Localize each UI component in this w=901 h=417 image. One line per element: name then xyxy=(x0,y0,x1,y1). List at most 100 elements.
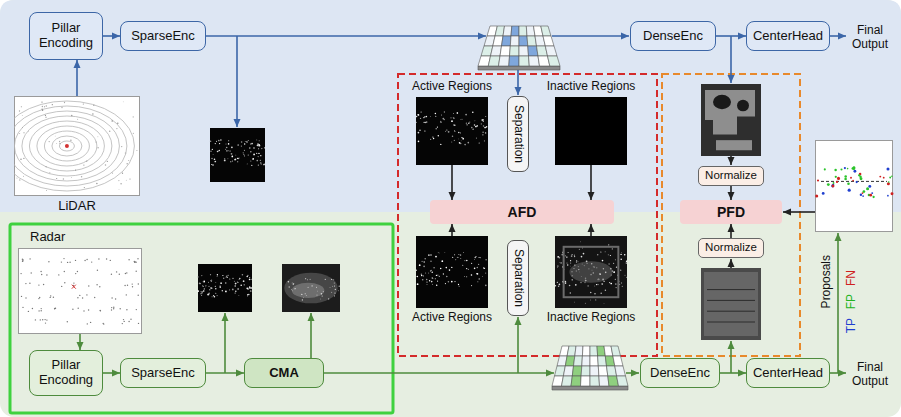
point xyxy=(424,130,425,131)
radar-point xyxy=(87,323,88,324)
node-label: CMA xyxy=(269,366,299,381)
point xyxy=(476,273,477,274)
grid-cell xyxy=(582,346,590,356)
point xyxy=(244,155,245,156)
radar-point xyxy=(138,283,139,284)
point xyxy=(84,187,85,188)
point xyxy=(608,244,609,245)
point xyxy=(70,139,72,141)
point xyxy=(594,266,595,267)
node-label: LiDAR xyxy=(58,199,96,214)
scan-ring xyxy=(14,111,119,181)
point xyxy=(202,291,203,292)
point xyxy=(476,137,477,138)
point xyxy=(438,135,439,136)
point xyxy=(220,282,222,284)
point xyxy=(19,110,20,111)
point xyxy=(217,151,219,153)
radar-point xyxy=(134,261,135,262)
point xyxy=(238,157,240,159)
point xyxy=(428,273,429,274)
lidar-band xyxy=(0,0,901,212)
point xyxy=(889,177,891,179)
point xyxy=(229,289,231,291)
point xyxy=(624,254,626,256)
map-frame xyxy=(701,268,761,340)
blur-blob xyxy=(292,283,324,298)
activation-line xyxy=(707,311,755,312)
flow-line xyxy=(730,259,732,268)
point xyxy=(831,184,834,187)
point xyxy=(212,164,214,166)
point xyxy=(871,192,873,194)
point xyxy=(868,185,871,188)
point xyxy=(248,287,250,289)
grid-cell xyxy=(599,376,609,386)
afd-region xyxy=(398,74,657,356)
point xyxy=(626,277,627,278)
point xyxy=(440,268,442,270)
point xyxy=(458,132,459,133)
radar-point xyxy=(111,273,112,274)
vertical-label: Proposals xyxy=(819,255,833,308)
point xyxy=(257,144,259,146)
point xyxy=(92,113,93,114)
output-label: Final Output xyxy=(846,360,894,389)
radar-point xyxy=(119,273,120,274)
radar-point xyxy=(111,309,112,310)
point xyxy=(56,178,57,179)
point xyxy=(250,279,251,280)
point xyxy=(423,275,424,276)
point xyxy=(215,288,217,290)
point xyxy=(570,262,571,263)
point xyxy=(312,285,313,286)
point xyxy=(215,293,216,294)
flow-line xyxy=(730,36,732,83)
node-label: PFD xyxy=(717,204,745,220)
scan-ring xyxy=(14,106,127,186)
point xyxy=(832,185,835,188)
point xyxy=(16,177,17,178)
point xyxy=(615,259,616,260)
point xyxy=(570,260,571,261)
point xyxy=(600,251,601,252)
point xyxy=(859,175,861,177)
radar-point xyxy=(126,294,127,295)
point xyxy=(594,293,596,295)
point xyxy=(585,303,586,304)
point xyxy=(595,299,596,300)
point xyxy=(210,140,212,142)
radar-point xyxy=(124,321,125,322)
point xyxy=(259,140,260,141)
point xyxy=(482,134,483,135)
point xyxy=(435,128,437,130)
point xyxy=(334,292,335,293)
blur-blob xyxy=(284,273,337,304)
point xyxy=(451,141,453,143)
point xyxy=(477,281,478,282)
map-frame xyxy=(19,248,142,333)
point xyxy=(86,161,87,162)
point xyxy=(423,117,424,118)
grid-cell xyxy=(574,356,583,366)
grid-cell xyxy=(615,366,626,376)
point xyxy=(419,264,421,266)
grid-cell xyxy=(503,26,512,36)
radar-point xyxy=(54,308,55,309)
point xyxy=(622,286,623,287)
pfdtop-feature-map xyxy=(701,84,761,156)
point xyxy=(235,154,237,156)
grid-cell xyxy=(519,26,527,36)
point xyxy=(75,170,76,171)
point xyxy=(620,259,622,261)
point xyxy=(246,163,248,165)
point xyxy=(457,257,459,259)
point xyxy=(226,277,227,278)
point xyxy=(572,279,573,280)
radar-point xyxy=(124,285,125,286)
point xyxy=(464,260,465,261)
point xyxy=(250,160,251,161)
point xyxy=(477,267,478,268)
point xyxy=(224,158,226,160)
grid-cell xyxy=(491,46,502,56)
